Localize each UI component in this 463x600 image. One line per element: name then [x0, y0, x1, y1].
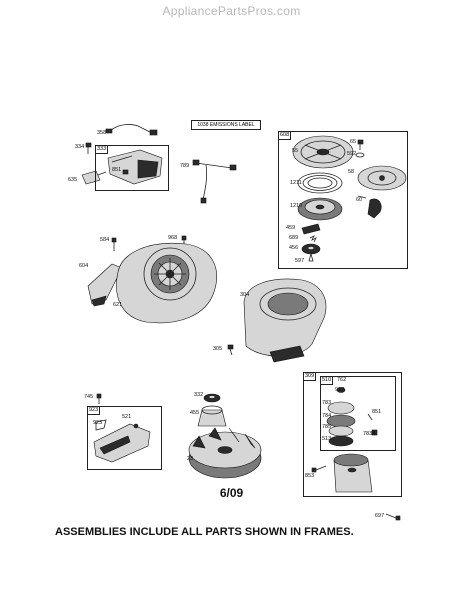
frame-309: [303, 372, 402, 497]
part-label-597: 597: [295, 258, 305, 264]
rewind-spring-1211: [297, 172, 343, 194]
starter-parts-309: [326, 387, 378, 447]
part-label-783: 783: [322, 400, 332, 406]
frame-tag-510: 510: [320, 376, 334, 385]
bracket-923: [93, 419, 151, 463]
date-code: 6/09: [219, 486, 244, 500]
part-label-521: 521: [122, 414, 132, 420]
bolt-584: [111, 237, 117, 251]
pulley-1210: [297, 197, 343, 221]
part-label-334: 334: [75, 144, 85, 150]
washer-592: [355, 152, 365, 158]
part-label-789: 789: [180, 163, 190, 169]
part-label-305: 305: [213, 346, 223, 352]
part-label-762: 762: [337, 377, 347, 383]
screw-597: [308, 252, 314, 262]
frame-tag-608: 608: [278, 131, 292, 140]
part-label-455: 455: [190, 410, 200, 416]
part-label-604: 604: [79, 263, 89, 269]
part-label-332: 332: [194, 392, 204, 398]
watermark: AppliancePartsPros.com: [162, 4, 301, 18]
part-label-456: 456: [289, 245, 299, 251]
blower-housing-621: [116, 242, 217, 324]
part-label-1211: 1211: [290, 180, 302, 186]
baffle-604: [87, 263, 123, 307]
starter-cup-455: [197, 405, 227, 427]
screw-334: [85, 142, 92, 154]
part-label-60: 60: [356, 197, 363, 203]
part-label-592: 592: [347, 151, 357, 157]
part-label-745: 745: [84, 394, 94, 400]
rewind-housing-55: [292, 135, 354, 169]
footer-note: ASSEMBLIES INCLUDE ALL PARTS SHOWN IN FR…: [55, 526, 354, 538]
part-label-513: 513: [322, 436, 332, 442]
part-label-783a: 783A: [363, 431, 376, 437]
part-label-697: 697: [375, 513, 385, 519]
frame-923: [87, 406, 162, 470]
frame-608: [278, 131, 408, 269]
part-label-784: 784: [322, 413, 332, 419]
part-label-459: 459: [286, 225, 296, 231]
part-label-923b: 923: [93, 420, 103, 426]
part-label-621: 621: [113, 302, 123, 308]
screw-697: [385, 513, 401, 521]
part-label-23: 23: [187, 456, 194, 462]
flywheel-23: [188, 427, 262, 479]
frame-333: [95, 145, 169, 191]
frame-tag-309: 309: [303, 372, 317, 381]
spring-689: [309, 235, 317, 243]
part-label-851a: 851: [112, 167, 122, 173]
part-label-55: 55: [292, 148, 299, 154]
cylinder-shield-304: [243, 278, 327, 363]
emissions-label: 1038 EMISSIONS LABEL: [191, 120, 261, 130]
pawl-459: [301, 223, 321, 235]
armature-333: [107, 149, 163, 185]
part-label-304: 304: [240, 292, 250, 298]
nut-332: [203, 393, 221, 403]
frame-tag-333: 333: [95, 145, 109, 154]
part-label-65: 65: [350, 139, 357, 145]
wire-harness-358: [105, 124, 158, 136]
part-label-689: 689: [289, 235, 299, 241]
frame-tag-923: 923: [87, 406, 101, 415]
plate-58: [357, 165, 407, 191]
part-label-851b: 851: [372, 409, 382, 415]
screw-65: [357, 139, 364, 150]
part-label-58: 58: [348, 169, 355, 175]
part-label-358: 358: [97, 130, 107, 136]
ground-wire-789: [192, 159, 237, 204]
part-label-1210: 1210: [290, 203, 303, 209]
starter-motor-body: [333, 453, 373, 493]
part-label-937: 937: [335, 387, 345, 393]
frame-510: [320, 376, 396, 451]
part-label-785: 785: [322, 424, 332, 430]
part-label-584: 584: [100, 237, 110, 243]
part-label-853: 853: [305, 473, 315, 479]
part-label-635: 635: [68, 177, 78, 183]
part-label-968: 968: [168, 235, 178, 241]
screw-305: [227, 344, 234, 356]
starter-handle-60: [357, 195, 382, 219]
screw-853: [311, 465, 327, 473]
screw-745: [96, 393, 102, 404]
